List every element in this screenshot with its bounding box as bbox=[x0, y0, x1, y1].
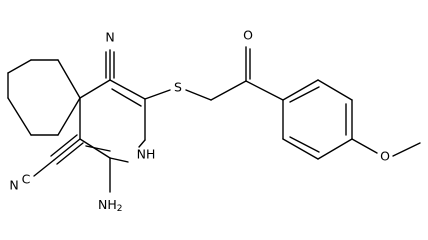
left-nitrile bbox=[33, 134, 84, 177]
atom-label-nitrile-left-n: N bbox=[9, 178, 18, 193]
chemical-structure: N C N S O NH NH2 O bbox=[7, 28, 421, 214]
cyclohexane-ring bbox=[7, 59, 81, 136]
atom-label-methoxy-oxygen: O bbox=[380, 149, 390, 164]
atom-label-ring-nh: NH bbox=[137, 147, 156, 162]
atom-label-amino: NH2 bbox=[98, 197, 122, 214]
atom-label-amino-main: NH bbox=[98, 197, 117, 212]
pyridine-ring bbox=[79, 79, 146, 163]
atom-label-ketone-oxygen: O bbox=[243, 28, 253, 43]
thioether-chain bbox=[144, 46, 284, 101]
methoxy-group bbox=[351, 138, 421, 157]
phenyl-ring bbox=[282, 79, 353, 160]
atom-label-nitrile-left-c: C bbox=[22, 172, 31, 187]
atom-label-nitrile-top: N bbox=[105, 30, 114, 45]
atom-label-sulfur: S bbox=[174, 80, 182, 95]
atom-label-amino-subscript: 2 bbox=[117, 204, 123, 214]
top-nitrile bbox=[105, 49, 115, 81]
